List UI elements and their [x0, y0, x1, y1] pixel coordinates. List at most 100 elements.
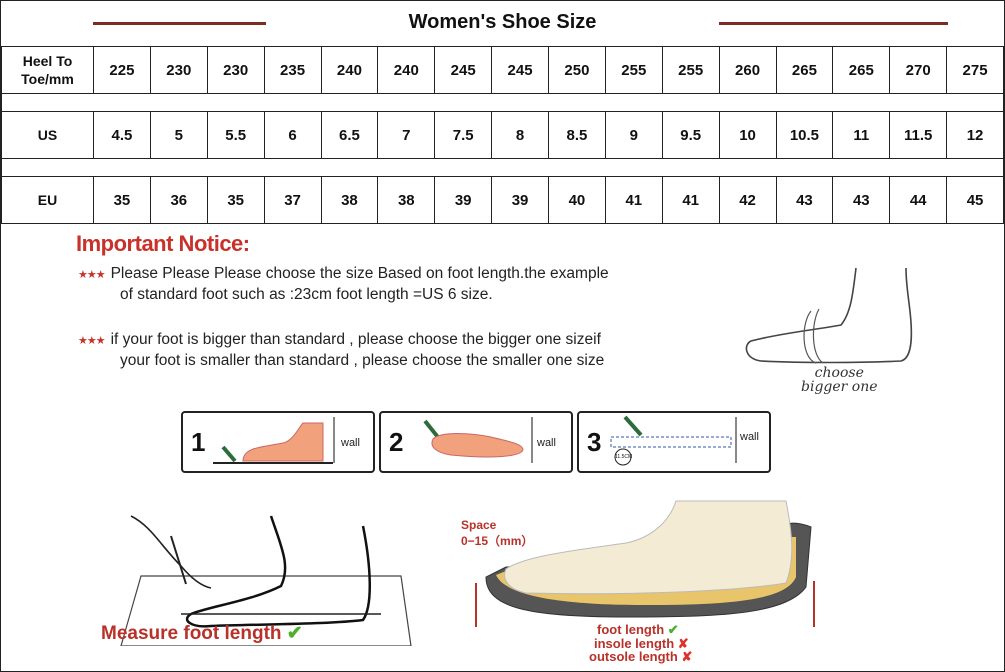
- table-cell: 41: [661, 176, 720, 224]
- notice-line-2b: your foot is smaller than standard , ple…: [120, 352, 605, 369]
- gap-row: [1, 93, 1004, 112]
- wall-label: wall: [740, 431, 759, 443]
- table-cell: 35: [93, 176, 151, 224]
- table-cell: 225: [93, 46, 151, 94]
- table-cell: 38: [320, 176, 379, 224]
- table-cell: 12: [946, 111, 1004, 159]
- table-cell: 6.5: [320, 111, 379, 159]
- table-cell: 230: [149, 46, 208, 94]
- choose-bigger-label: choose bigger one: [801, 366, 878, 394]
- table-cell: 43: [832, 176, 891, 224]
- measure-caption: Measure foot length ✔: [101, 622, 303, 645]
- table-cell: 39: [491, 176, 549, 224]
- table-cell: 240: [377, 46, 436, 94]
- gap-row: [1, 158, 1004, 177]
- notice-paragraph-1: ★★★ Please Please Please choose the size …: [78, 264, 609, 305]
- gap-cell: [1, 158, 1004, 177]
- side-label-line-1: choose: [814, 365, 864, 381]
- table-cell: 11.5: [889, 111, 948, 159]
- title-row: Women's Shoe Size: [1, 1, 1004, 46]
- table-cell: 275: [946, 46, 1004, 94]
- table-cell: 6: [263, 111, 322, 159]
- notice-paragraph-2: ★★★ if your foot is bigger than standard …: [78, 330, 604, 371]
- measure-foot-sketch-icon: [120, 515, 412, 646]
- table-cell: 44: [889, 176, 948, 224]
- table-cell: 11: [832, 111, 891, 159]
- cross-icon: ✘: [681, 649, 693, 664]
- measure-badge: 11.5CM: [615, 454, 633, 460]
- table-cell: 230: [206, 46, 265, 94]
- row-header: US: [1, 111, 94, 159]
- row-header: EU: [1, 176, 94, 224]
- foot-sketch-icon: [745, 267, 913, 364]
- table-cell: 245: [434, 46, 493, 94]
- wall-line: [531, 417, 533, 463]
- step-number: 3: [587, 427, 602, 457]
- table-cell: 38: [377, 176, 436, 224]
- table-cell: 37: [263, 176, 322, 224]
- table-cell: 36: [149, 176, 208, 224]
- side-label-line-2: bigger one: [801, 379, 878, 395]
- table-cell: 45: [946, 176, 1004, 224]
- table-cell: 10: [718, 111, 777, 159]
- outsole-length-text: outsole length: [589, 649, 678, 664]
- chart-title: Women's Shoe Size: [408, 11, 597, 33]
- row-header: Heel To Toe/mm: [1, 46, 94, 94]
- table-cell: 4.5: [93, 111, 151, 159]
- table-cell: 265: [832, 46, 891, 94]
- table-cell: 7.5: [434, 111, 493, 159]
- table-cell: 5.5: [206, 111, 265, 159]
- table-cell: 41: [604, 176, 663, 224]
- table-cell: 255: [661, 46, 720, 94]
- ruler-icon: [610, 415, 732, 466]
- gap-cell: [1, 93, 1004, 112]
- title-rule-left: [93, 22, 266, 25]
- table-cell: 10.5: [775, 111, 834, 159]
- foot-length-text: foot length: [597, 622, 665, 637]
- table-cell: 35: [206, 176, 265, 224]
- table-cell: 240: [320, 46, 379, 94]
- stars-icon: ★★★: [78, 335, 106, 347]
- table-cell: 40: [548, 176, 606, 224]
- outsole-length-label: outsole length ✘: [589, 649, 692, 665]
- table-cell: 7: [377, 111, 436, 159]
- table-cell: 255: [604, 46, 663, 94]
- shoe-cross-section-icon: [475, 500, 815, 627]
- notice-line-2a: if your foot is bigger than standard , p…: [110, 331, 601, 348]
- table-cell: 39: [434, 176, 493, 224]
- insole-length-label: insole length ✘: [594, 636, 689, 652]
- step-number: 1: [191, 427, 206, 457]
- step-number: 2: [389, 427, 404, 457]
- wall-label: wall: [341, 437, 360, 449]
- wall-line: [735, 417, 737, 463]
- table-cell: 5: [149, 111, 208, 159]
- step-panel-2: 2 wall: [379, 411, 573, 473]
- notice-line-1b: of standard foot such as :23cm foot leng…: [120, 286, 493, 303]
- table-cell: 270: [889, 46, 948, 94]
- cross-icon: ✘: [677, 636, 689, 651]
- table-cell: 245: [491, 46, 549, 94]
- wall-label: wall: [537, 437, 556, 449]
- table-cell: 235: [263, 46, 322, 94]
- step-panel-3: 3 11.5CM wall: [577, 411, 771, 473]
- notice-line-1a: Please Please Please choose the size Bas…: [110, 265, 609, 282]
- table-cell: 42: [718, 176, 777, 224]
- title-rule-right: [719, 22, 948, 25]
- step-panel-1: 1 wall: [181, 411, 375, 473]
- table-cell: 9: [604, 111, 663, 159]
- table-cell: 8.5: [548, 111, 606, 159]
- foot-toes-pen-icon: [423, 419, 524, 458]
- space-label-line-2: 0−15（mm）: [461, 534, 534, 548]
- notice-title: Important Notice:: [76, 231, 250, 256]
- measure-caption-text: Measure foot length: [101, 623, 282, 644]
- stars-icon: ★★★: [78, 269, 106, 281]
- table-cell: 9.5: [661, 111, 720, 159]
- foot-length-label: foot length ✔: [597, 622, 679, 638]
- check-icon: ✔: [667, 622, 679, 637]
- space-label-line-1: Space: [461, 518, 497, 532]
